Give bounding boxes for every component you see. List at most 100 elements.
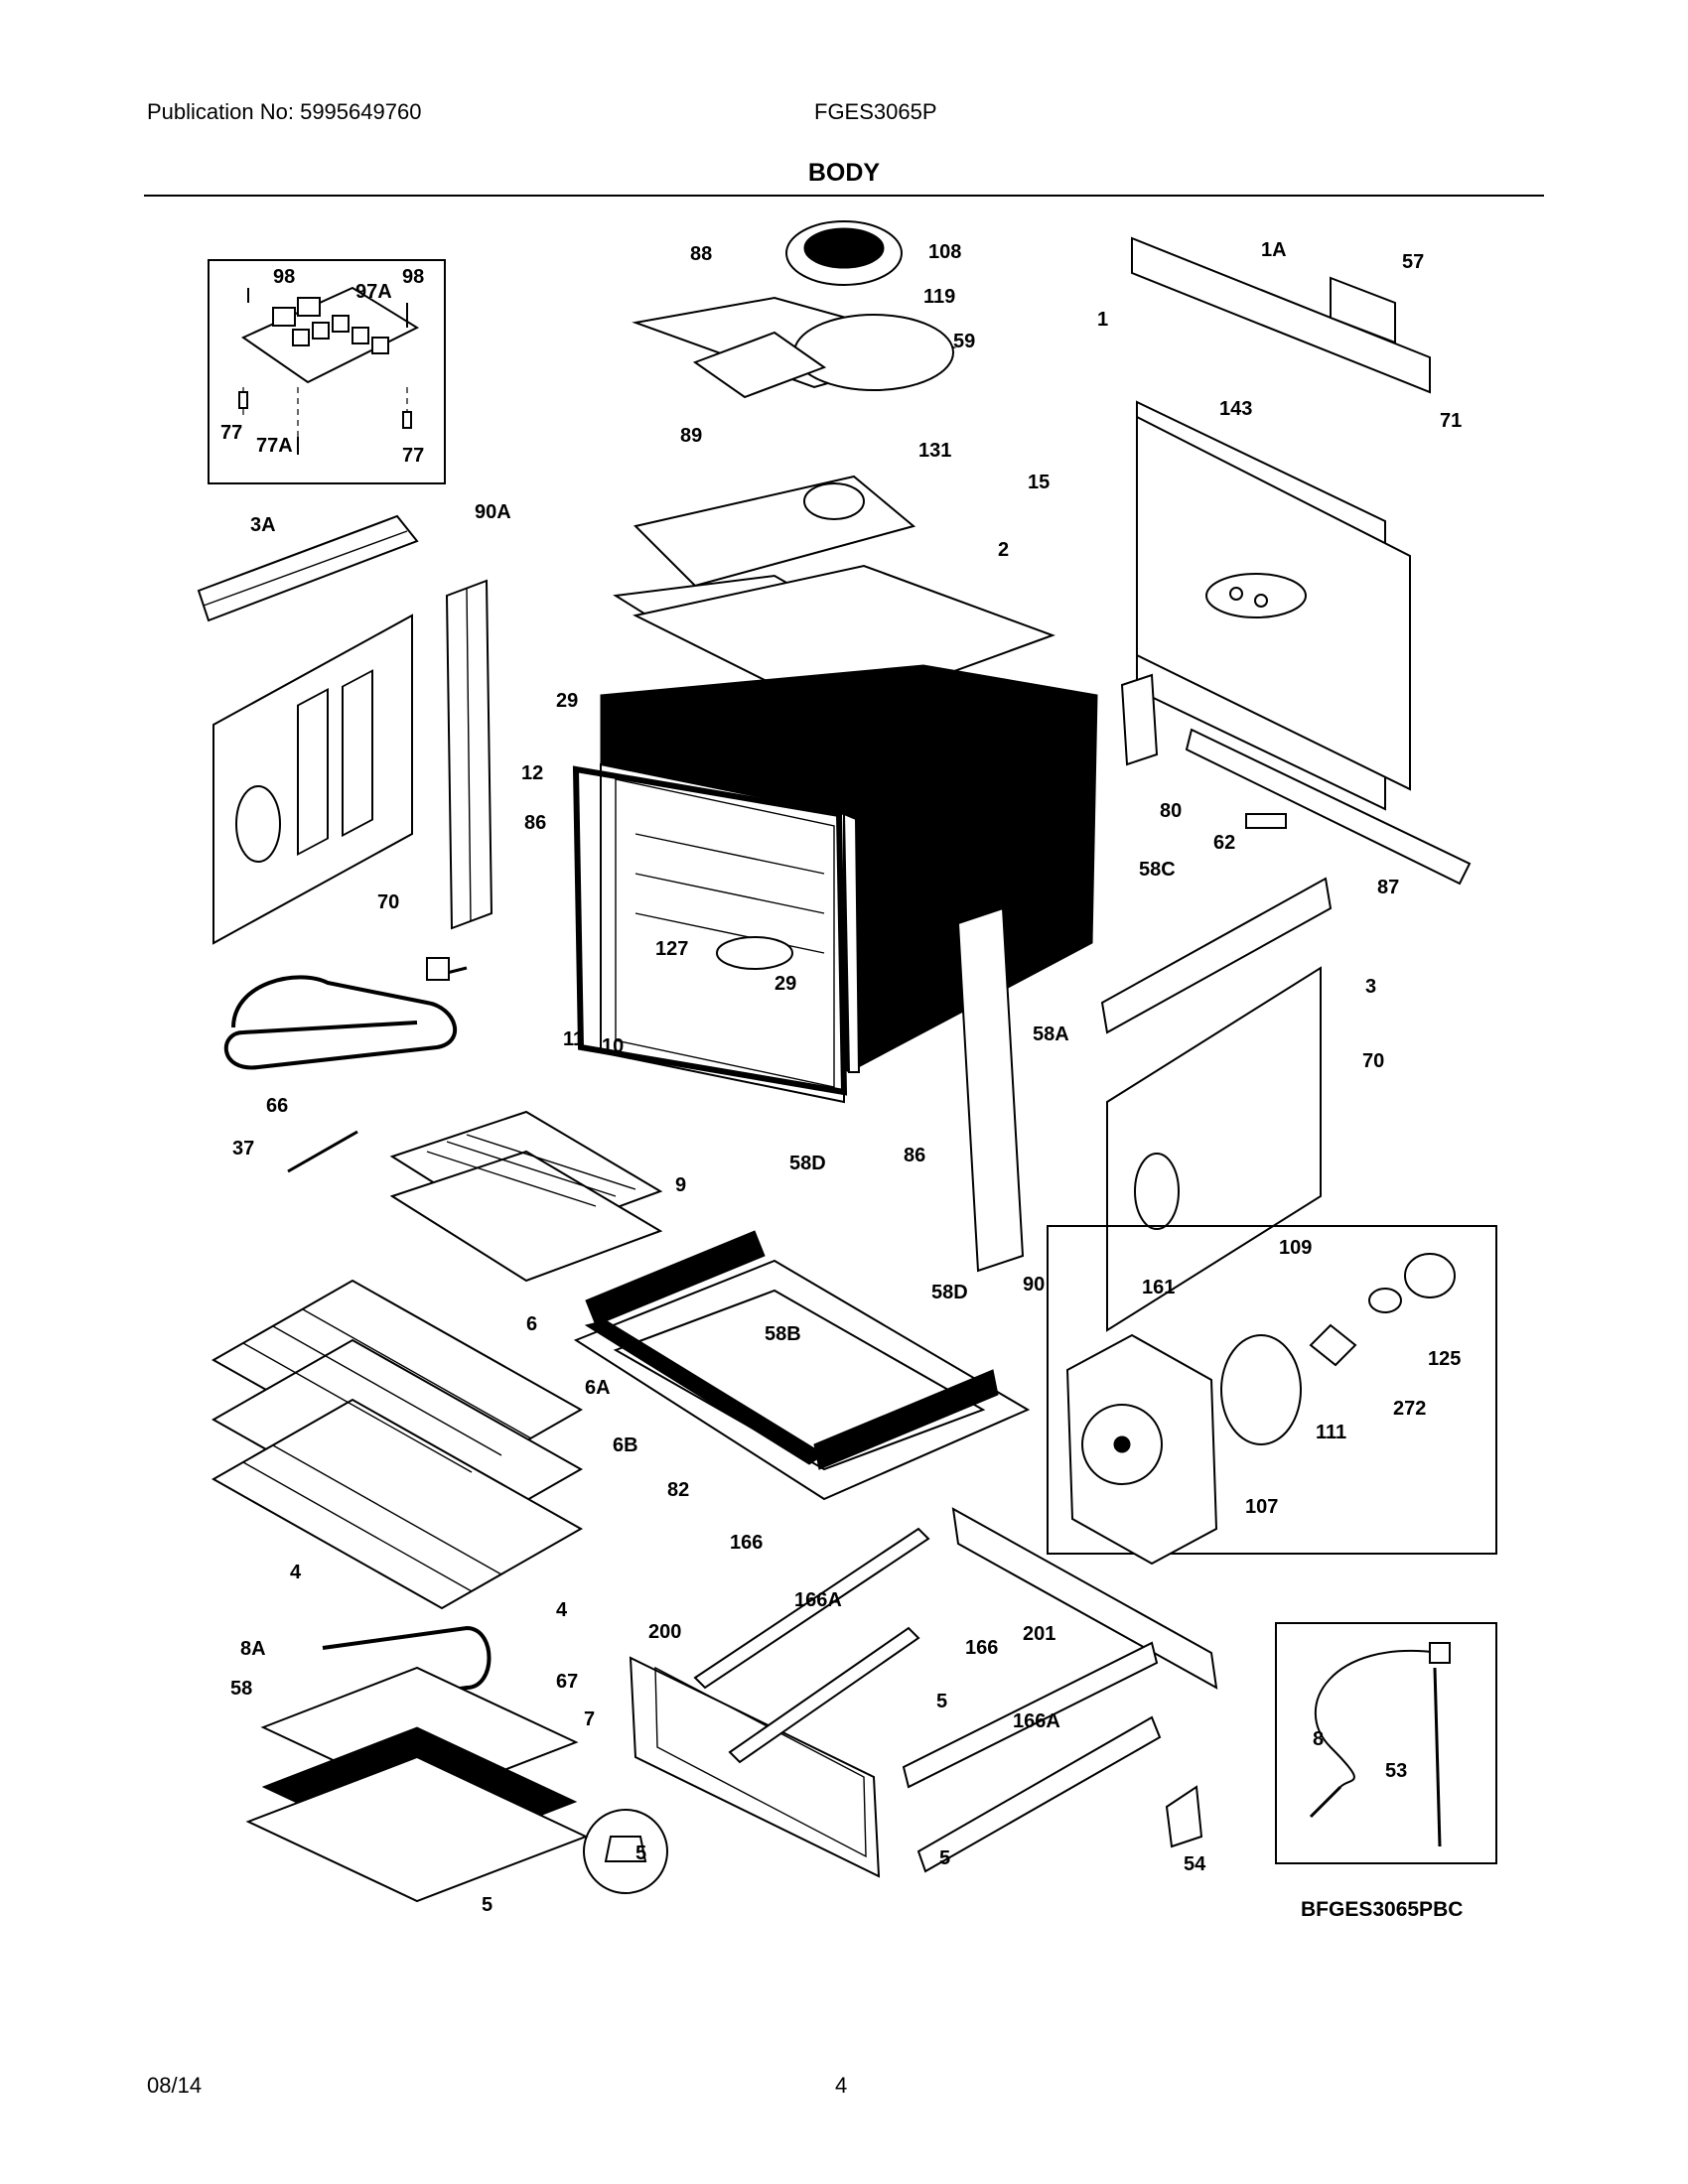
terminal-block-part — [1245, 813, 1287, 829]
callout-label: 109 — [1279, 1237, 1312, 1259]
callout-label: 66 — [266, 1095, 288, 1117]
oven-cavity-body-part — [600, 664, 1098, 1104]
callout-label: 37 — [232, 1138, 254, 1160]
vent-cover-part — [1330, 276, 1396, 344]
callout-label: 58C — [1139, 859, 1176, 881]
callout-label: 90A — [475, 501, 511, 523]
callout-label: 6 — [526, 1313, 537, 1335]
callout-label: 12 — [521, 762, 543, 784]
callout-label: 58A — [1033, 1024, 1069, 1045]
lower-frame-part — [573, 1230, 1031, 1501]
bracket-part — [1120, 673, 1159, 766]
callout-label: 8 — [1313, 1728, 1324, 1750]
footer-date: 08/14 — [147, 2073, 203, 2098]
callout-label: 15 — [1028, 472, 1050, 493]
callout-label: 119 — [923, 286, 955, 308]
callout-label: 5 — [936, 1691, 947, 1712]
callout-label: 1A — [1261, 239, 1287, 261]
convection-fan-inset-frame — [1047, 1225, 1497, 1555]
callout-label: 29 — [774, 973, 796, 995]
callout-label: 54 — [1184, 1853, 1206, 1875]
callout-label: 58D — [931, 1282, 968, 1303]
control-board-part — [238, 286, 420, 455]
bake-element-part — [223, 957, 468, 1070]
callout-label: 11 — [563, 1028, 584, 1050]
callout-label: 70 — [1362, 1050, 1384, 1072]
side-insulation-trim-part — [956, 906, 1025, 1273]
probe-part — [287, 1130, 358, 1173]
callout-label: 70 — [377, 891, 399, 913]
footer-page-number: 4 — [835, 2073, 848, 2098]
callout-label: 10 — [602, 1035, 624, 1057]
callout-label: 125 — [1428, 1348, 1461, 1370]
callout-label: 8A — [240, 1638, 266, 1660]
broil-pan-part — [389, 1110, 663, 1283]
leveling-foot-part — [604, 1836, 647, 1862]
callout-label: 108 — [928, 241, 961, 263]
blower-assembly-part — [613, 220, 957, 647]
callout-label: 166 — [730, 1532, 763, 1554]
callout-label: 77 — [402, 445, 424, 467]
callout-label: 9 — [675, 1174, 686, 1196]
callout-label: 111 — [1316, 1422, 1346, 1443]
convection-fan-part — [1065, 1253, 1456, 1566]
callout-label: 89 — [680, 425, 702, 447]
left-side-panel-part — [197, 514, 419, 945]
callout-label: 201 — [1023, 1623, 1055, 1645]
callout-label: 71 — [1440, 410, 1462, 432]
callout-label: 5 — [939, 1847, 950, 1869]
callout-label: 200 — [648, 1621, 681, 1643]
callout-label: 161 — [1142, 1277, 1175, 1298]
callout-label: 6A — [585, 1377, 611, 1399]
callout-label: 88 — [690, 243, 712, 265]
callout-label: 97A — [355, 281, 392, 303]
callout-label: 80 — [1160, 800, 1182, 822]
callout-label: 77A — [256, 435, 293, 457]
callout-label: 86 — [904, 1145, 925, 1166]
callout-label: 7 — [584, 1708, 595, 1730]
callout-label: 166A — [1013, 1710, 1060, 1732]
callout-label: 3A — [250, 514, 276, 536]
callout-label: 98 — [273, 266, 295, 288]
lower-rear-brace-part — [1185, 728, 1472, 886]
callout-label: 4 — [556, 1599, 568, 1621]
callout-label: 5 — [482, 1894, 492, 1916]
callout-label: 62 — [1213, 832, 1235, 854]
callout-label: 1 — [1097, 309, 1108, 331]
callout-label: 67 — [556, 1671, 578, 1693]
callout-label: 57 — [1402, 251, 1424, 273]
door-gasket-part — [572, 765, 848, 1096]
rear-panel-part — [1131, 236, 1431, 811]
callout-label: 166A — [794, 1589, 842, 1611]
callout-label: 170 — [0, 0, 33, 5]
callout-label: 166 — [965, 1637, 998, 1659]
callout-label: 2 — [998, 539, 1009, 561]
callout-label: 53 — [1385, 1760, 1407, 1782]
callout-label: 59 — [953, 331, 975, 352]
callout-label: 4 — [290, 1562, 302, 1583]
callout-label: 131 — [918, 440, 951, 462]
callout-label: 6B — [613, 1434, 638, 1456]
anti-tip-bracket-part — [1165, 1785, 1203, 1848]
callout-label: 58B — [765, 1323, 801, 1345]
title-rule — [144, 195, 1544, 197]
temperature-sensor-part — [1309, 1642, 1451, 1847]
side-trim-strip-part — [445, 579, 493, 930]
page-title: BODY — [807, 159, 881, 187]
oven-racks-part — [211, 1279, 584, 1610]
control-board-inset-frame — [208, 259, 446, 484]
callout-label: 143 — [1219, 398, 1252, 420]
callout-label: 3 — [1365, 976, 1376, 998]
callout-label: 5 — [635, 1843, 646, 1864]
callout-label: 87 — [1377, 877, 1399, 898]
diagram-code: BFGES3065PBC — [1301, 1898, 1463, 1921]
callout-label: 82 — [667, 1479, 689, 1501]
temperature-sensor-inset-frame — [1275, 1622, 1497, 1864]
callout-label: 127 — [655, 938, 688, 960]
callout-label: 98 — [402, 266, 424, 288]
callout-label: 58D — [789, 1153, 826, 1174]
callout-label: 29 — [556, 690, 578, 712]
callout-label: 90 — [1023, 1274, 1045, 1296]
callout-label: 77 — [220, 422, 242, 444]
